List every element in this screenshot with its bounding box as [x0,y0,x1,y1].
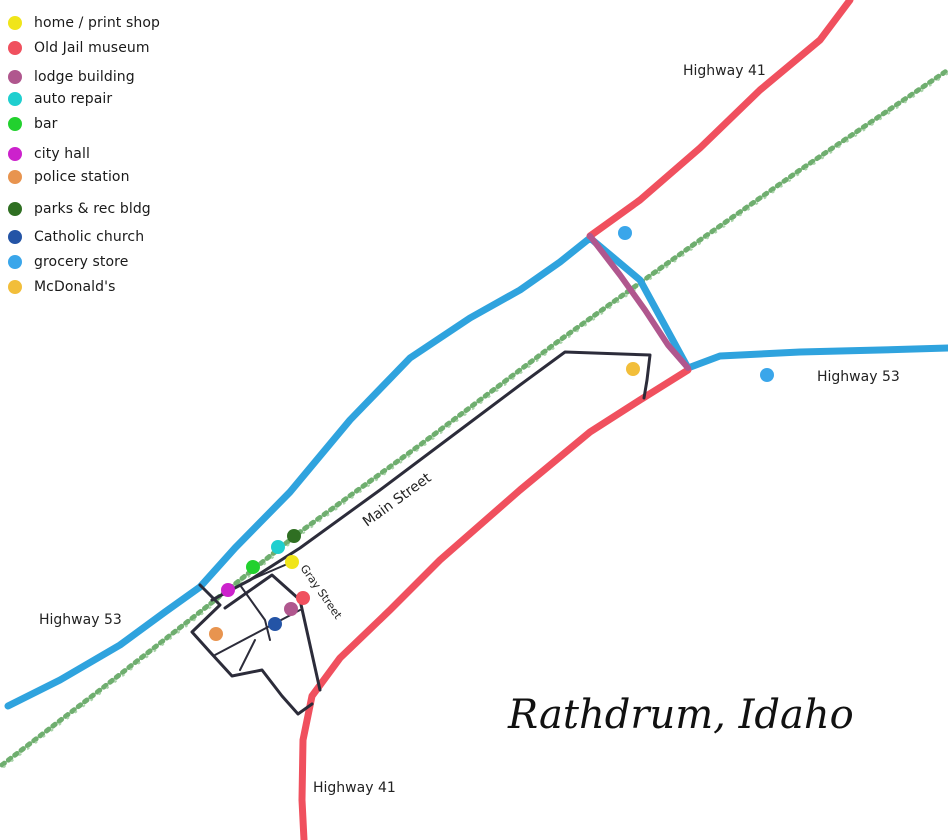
place-markers [209,226,774,641]
legend-item: grocery store [8,251,128,273]
legend-label: bar [34,116,58,132]
marker-parks-rec-bldg[interactable] [287,529,301,543]
marker-bar[interactable] [246,560,260,574]
marker-grocery-store-2[interactable] [760,368,774,382]
legend-dot-icon [8,230,22,244]
legend-dot-icon [8,147,22,161]
label-highway-53-right: Highway 53 [817,369,900,385]
marker-mcdonalds[interactable] [626,362,640,376]
marker-catholic-church[interactable] [268,617,282,631]
highway-41-road [298,0,854,840]
legend-dot-icon [8,170,22,184]
legend-label: home / print shop [34,15,160,31]
legend-label: McDonald's [34,279,116,295]
legend-dot-icon [8,202,22,216]
label-highway-53-left: Highway 53 [39,612,122,628]
marker-lodge-building[interactable] [284,602,298,616]
railroad-track [0,67,948,768]
legend-label: Old Jail museum [34,40,150,56]
legend-item: lodge building [8,66,135,88]
marker-city-hall[interactable] [221,583,235,597]
town-streets [190,350,652,716]
legend-item: bar [8,113,58,135]
legend-dot-icon [8,16,22,30]
marker-old-jail-museum[interactable] [296,591,310,605]
legend-label: grocery store [34,254,129,270]
legend-dot-icon [8,117,22,131]
legend-item: parks & rec bldg [8,198,151,220]
legend-dot-icon [8,41,22,55]
marker-police-station[interactable] [209,627,223,641]
legend-dot-icon [8,255,22,269]
marker-home-print-shop[interactable] [285,555,299,569]
map-title: Rathdrum, Idaho [507,692,854,738]
label-highway-41-top: Highway 41 [683,63,766,79]
legend-item: McDonald's [8,276,116,298]
legend-item: Catholic church [8,226,144,248]
legend-label: Catholic church [34,229,145,245]
legend-item: home / print shop [8,12,160,34]
legend-label: lodge building [34,69,135,85]
legend-dot-icon [8,70,22,84]
legend-item: city hall [8,143,90,165]
label-highway-41-bottom: Highway 41 [313,780,396,796]
legend-item: police station [8,166,130,188]
highway-53-road [4,234,948,710]
legend-label: police station [34,169,130,185]
legend-item: auto repair [8,88,112,110]
legend-item: Old Jail museum [8,37,150,59]
connector-road [587,233,691,371]
legend-label: city hall [34,146,90,162]
legend-label: parks & rec bldg [34,201,151,217]
legend-label: auto repair [34,91,113,107]
marker-auto-repair[interactable] [271,540,285,554]
legend-dot-icon [8,92,22,106]
legend-dot-icon [8,280,22,294]
marker-grocery-store-1[interactable] [618,226,632,240]
